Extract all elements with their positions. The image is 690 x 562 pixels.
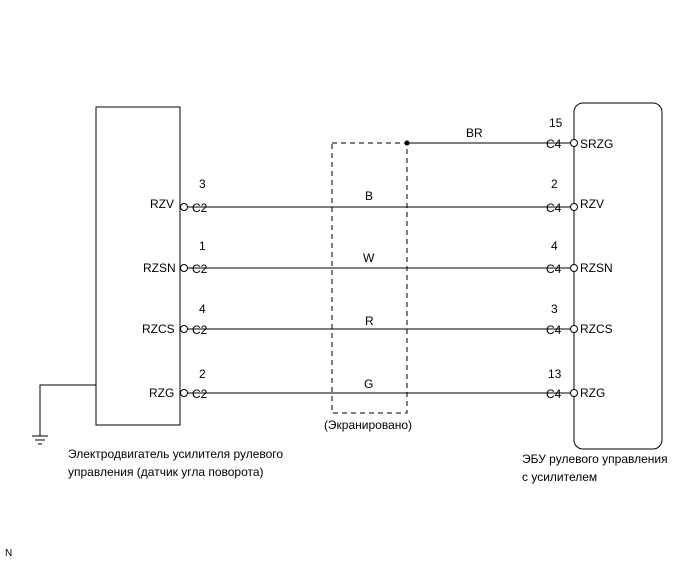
right-pin-number: 13 [548,367,562,381]
right-connector: C4 [546,323,562,337]
right-terminal: RZSN [580,261,613,275]
wire-color: W [363,251,375,265]
ground-wire [39,384,96,436]
right-terminal: RZCS [580,322,613,336]
shield-pin-number: 15 [549,116,563,130]
left-terminal: RZCS [142,322,175,336]
shield-terminal: SRZG [580,137,613,151]
right-terminal: RZG [580,386,605,400]
left-pin-number: 4 [199,302,206,316]
wire-color: G [364,377,373,391]
shield-terminal-pin [570,139,578,147]
left-connector: C2 [192,201,208,215]
right-pin-number: 3 [551,302,558,316]
left-terminal: RZG [149,386,174,400]
wire-rzsn: RZSN 1 C2 W 4 C4 RZSN [143,239,613,276]
shield-label: (Экранировано) [324,418,412,432]
ecu-label-line1: ЭБУ рулевого управления [522,452,668,466]
left-pin-number: 2 [199,367,206,381]
left-connector: C2 [192,262,208,276]
left-connector: C2 [192,323,208,337]
wire-rzv: RZV 3 C2 B 2 C4 RZV [150,177,604,215]
wire-color: B [365,189,373,203]
shield-splice-dot [404,140,410,146]
shield-box [331,142,408,414]
shield-wire-color: BR [466,126,483,140]
left-terminal: RZV [150,197,174,211]
right-pin-number: 2 [551,177,558,191]
right-connector: C4 [546,262,562,276]
motor-component-box [95,106,181,426]
right-connector: C4 [546,387,562,401]
shield-connector: C4 [546,137,562,151]
right-terminal: RZV [580,197,604,211]
ground-icon [32,435,48,445]
footer-mark: N [5,548,12,559]
wire-rzg: RZG 2 C2 G 13 C4 RZG [149,367,605,401]
wire-rzcs: RZCS 4 C2 R 3 C4 RZCS [142,302,613,337]
wire-color: R [365,314,374,328]
left-connector: C2 [192,387,208,401]
right-pin-number: 4 [551,239,558,253]
motor-label-line2: управления (датчик угла поворота) [68,465,264,479]
ecu-component-box [573,102,663,450]
left-terminal: RZSN [143,261,176,275]
ecu-label-line2: с усилителем [522,470,597,484]
motor-label-line1: Электродвигатель усилителя рулевого [68,447,283,461]
left-pin-number: 3 [199,177,206,191]
right-connector: C4 [546,201,562,215]
left-pin-number: 1 [199,239,206,253]
